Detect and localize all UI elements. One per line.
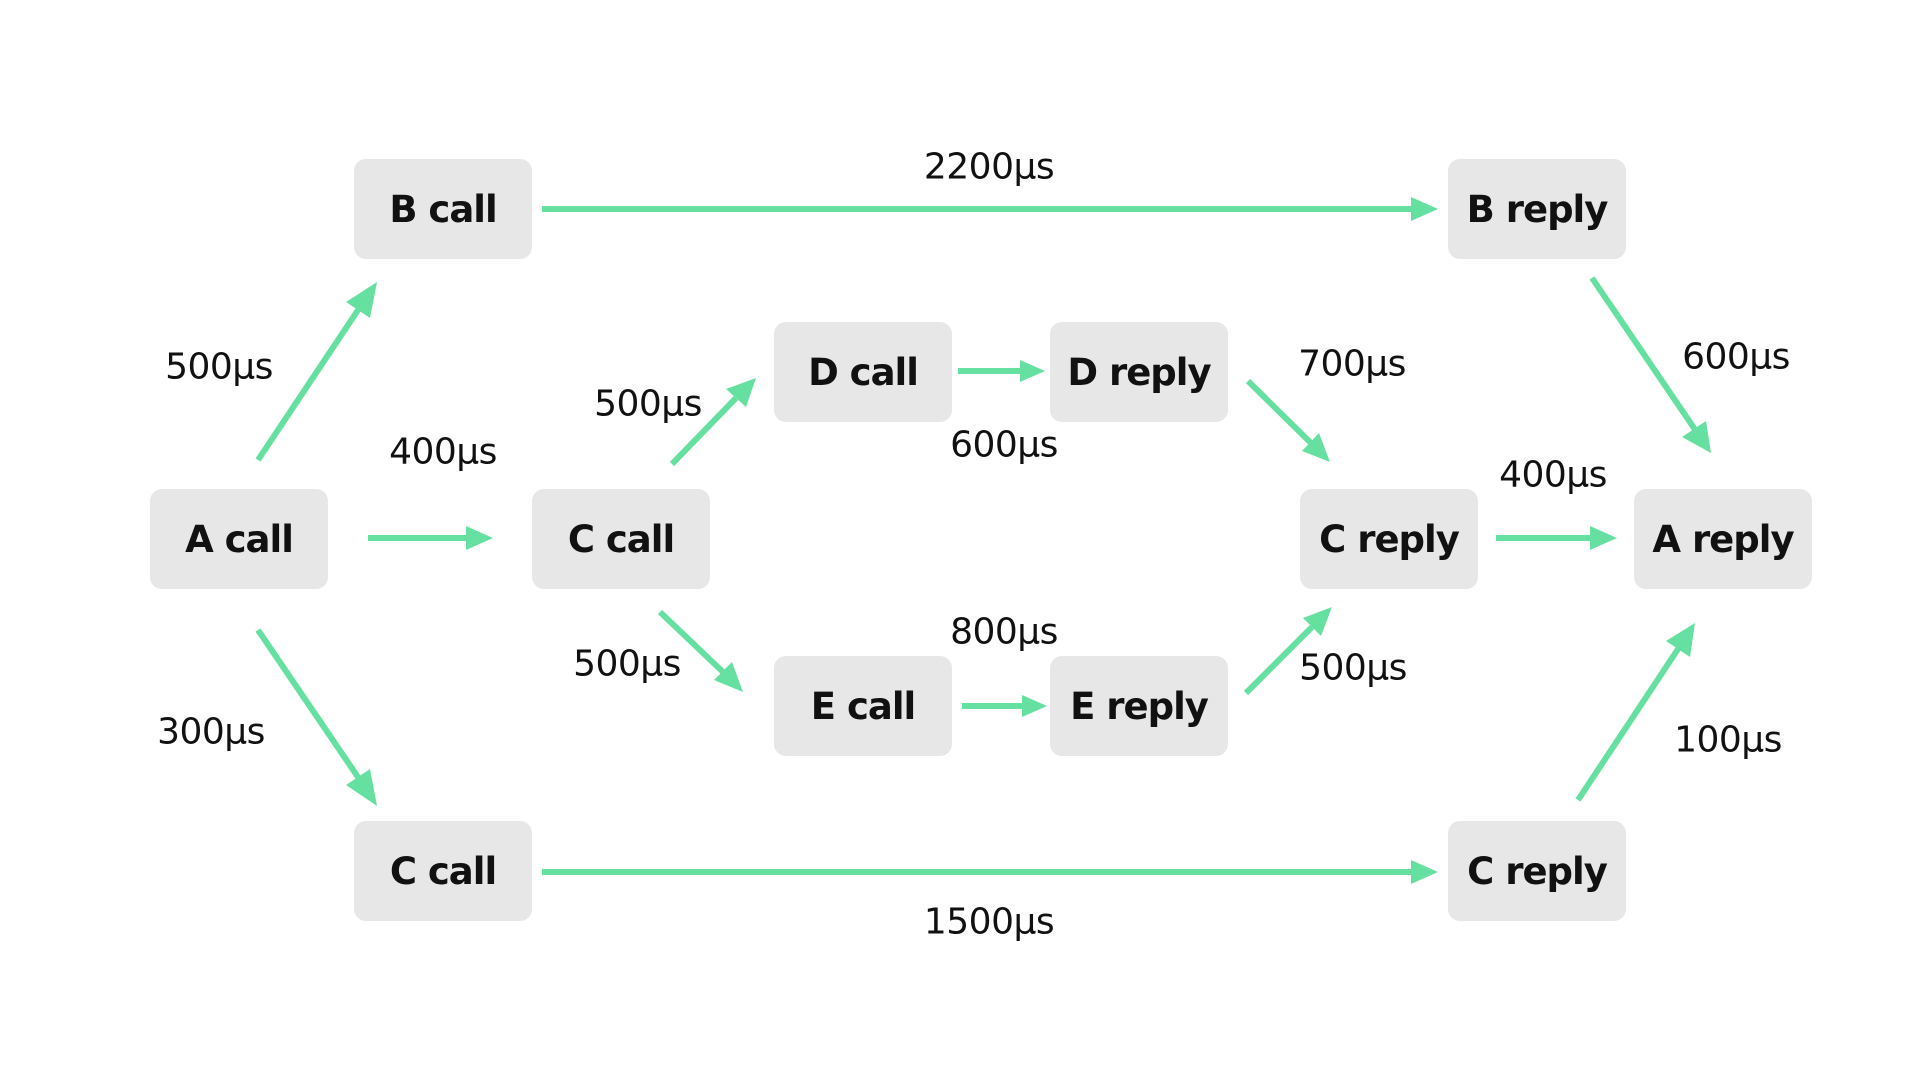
node-e-call: E call bbox=[774, 656, 952, 756]
edge-label-c-reply-a-reply: 400μs bbox=[1499, 454, 1607, 496]
node-a-reply: A reply bbox=[1634, 489, 1812, 589]
edge-a-call-to-c-call-bottom bbox=[255, 628, 377, 806]
node-c-call-bottom: C call bbox=[354, 821, 532, 921]
edge-c-call-bottom-to-c-reply-bottom bbox=[542, 860, 1438, 884]
edge-c-call-to-d-call bbox=[669, 378, 756, 467]
node-e-reply: E reply bbox=[1050, 656, 1228, 756]
edge-label-d-reply-c-reply: 700μs bbox=[1298, 343, 1406, 385]
edge-b-reply-to-a-reply bbox=[1589, 276, 1711, 453]
edge-e-call-to-e-reply bbox=[962, 695, 1047, 717]
edge-a-call-to-b-call bbox=[255, 282, 377, 462]
edge-label-b-reply-a-reply: 600μs bbox=[1682, 336, 1790, 378]
edge-label-a-call-b-call: 500μs bbox=[165, 346, 273, 388]
node-a-call: A call bbox=[150, 489, 328, 589]
node-b-call: B call bbox=[354, 159, 532, 259]
edge-label-e-reply-c-reply: 500μs bbox=[1299, 647, 1407, 689]
edge-b-call-to-b-reply bbox=[542, 197, 1438, 221]
edge-label-a-call-c-call-mid: 400μs bbox=[389, 431, 497, 473]
edge-label-c-call-e-call: 500μs bbox=[573, 643, 681, 685]
edge-label-d-call-d-reply: 600μs bbox=[950, 424, 1058, 466]
node-c-reply-mid: C reply bbox=[1300, 489, 1478, 589]
edge-label-c-call-d-call: 500μs bbox=[594, 383, 702, 425]
edge-label-c-call-c-reply-bottom: 1500μs bbox=[923, 901, 1055, 943]
edge-c-reply-bottom-to-a-reply bbox=[1575, 623, 1695, 802]
edge-a-call-to-c-call-mid bbox=[368, 526, 493, 550]
edge-c-reply-to-a-reply bbox=[1496, 526, 1617, 550]
node-b-reply: B reply bbox=[1448, 159, 1626, 259]
node-c-reply-bottom: C reply bbox=[1448, 821, 1626, 921]
edge-label-b-call-b-reply: 2200μs bbox=[923, 146, 1055, 188]
edge-label-a-call-c-call-bottom: 300μs bbox=[157, 711, 265, 753]
edge-e-reply-to-c-reply bbox=[1243, 607, 1332, 696]
node-d-call: D call bbox=[774, 322, 952, 422]
edge-d-call-to-d-reply bbox=[958, 360, 1045, 382]
edge-label-c-reply-bottom-a-reply: 100μs bbox=[1674, 719, 1782, 761]
node-d-reply: D reply bbox=[1050, 322, 1228, 422]
edge-c-call-to-e-call bbox=[657, 609, 743, 692]
edge-label-e-call-e-reply: 800μs bbox=[950, 611, 1058, 653]
edge-d-reply-to-c-reply bbox=[1245, 378, 1330, 462]
node-c-call-mid: C call bbox=[532, 489, 710, 589]
